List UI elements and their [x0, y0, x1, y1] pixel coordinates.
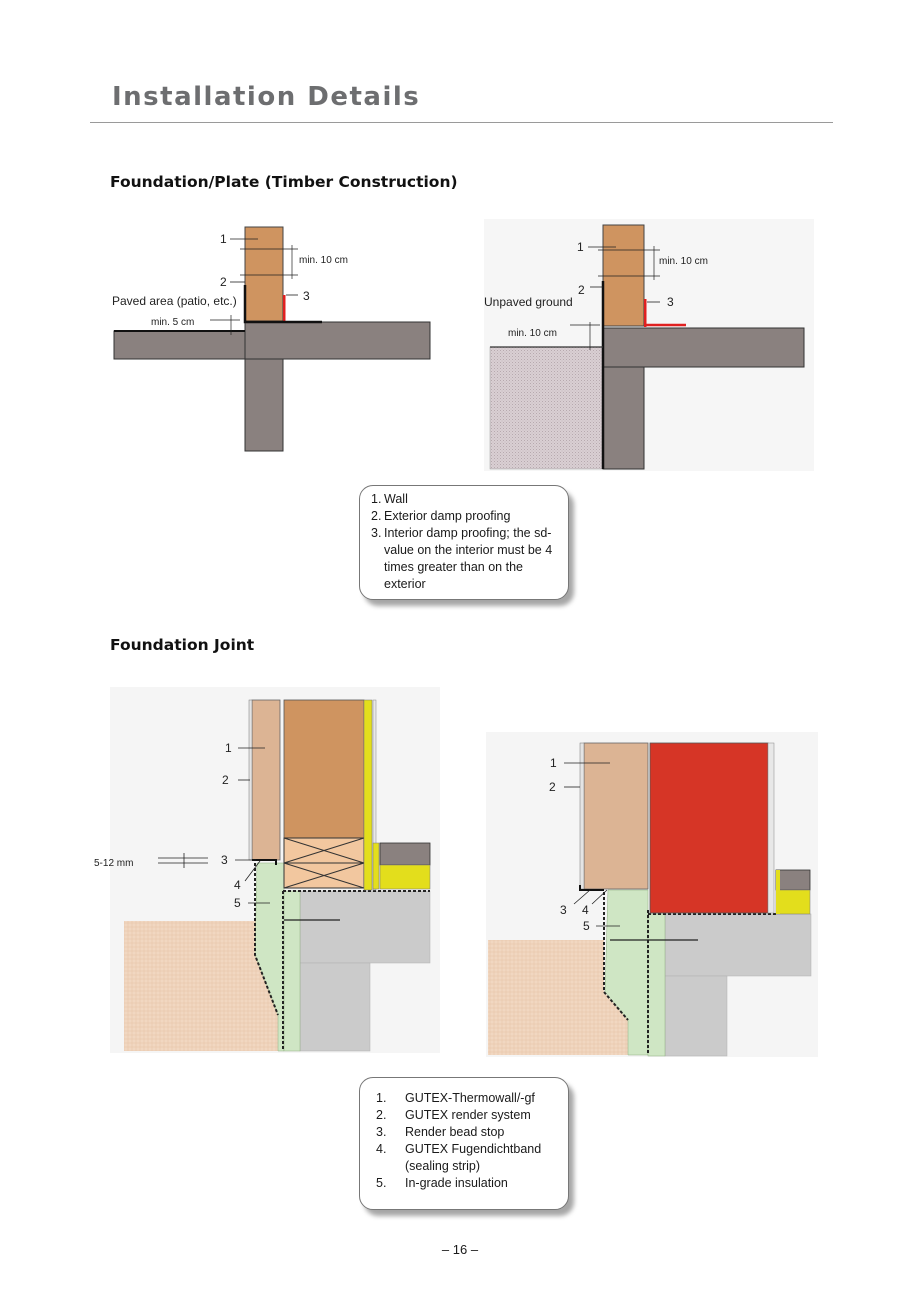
footing: [602, 366, 645, 470]
floor-insulation: [775, 889, 811, 915]
diagram1-min-bottom: min. 5 cm: [151, 317, 194, 328]
floor-insulation: [379, 864, 431, 890]
concrete-footing: [664, 975, 728, 1057]
diagram-foundation-joint-left: 1 2 3 4 5 5-12 mm: [94, 687, 440, 1053]
diagram1-ground-label: Paved area (patio, etc.): [112, 294, 237, 308]
footing: [244, 358, 284, 452]
thermowall-panel: [583, 742, 649, 890]
legend-item: 1.Wall: [371, 492, 408, 506]
diagram2-min-bottom: min. 10 cm: [508, 328, 557, 339]
diagram4-label-2: 2: [549, 780, 556, 794]
diagram4-label-4: 4: [582, 903, 589, 917]
diagram3-label-4: 4: [234, 878, 241, 892]
legend-item: 2.Exterior damp proofing: [371, 509, 511, 523]
interior-damp-proofing: [283, 295, 286, 322]
soil: [124, 921, 278, 1051]
legend-item: 3.Interior damp proofing; the sd-value o…: [371, 526, 553, 591]
diagram-unpaved-ground: 1 2 3 min. 10 cm Unpaved ground min. 10 …: [484, 219, 814, 471]
section-title-foundation-joint: Foundation Joint: [110, 636, 255, 654]
diagram4-label-3: 3: [560, 903, 567, 917]
render-bead-stop: [579, 885, 604, 891]
foundation-slab: [244, 321, 431, 360]
legend-foundation-joint: 1.GUTEX-Thermowall/-gf 2.GUTEX render sy…: [359, 1077, 569, 1210]
legend-item: 2.GUTEX render system: [376, 1108, 531, 1122]
timber-wall: [602, 224, 645, 327]
foundation-slab: [602, 327, 805, 368]
concrete-footing: [299, 962, 371, 1052]
interior-damp-proofing: [644, 299, 647, 327]
timber-stud: [283, 699, 365, 839]
diagram1-label-2: 2: [220, 275, 227, 289]
diagram4-label-5: 5: [583, 919, 590, 933]
legend-item: 1.GUTEX-Thermowall/-gf: [376, 1091, 535, 1105]
thermowall-panel: [251, 699, 281, 861]
header-divider: [90, 122, 833, 123]
unpaved-ground: [489, 346, 604, 470]
diagram2-label-2: 2: [578, 283, 585, 297]
diagram2-label-3: 3: [667, 295, 674, 309]
concrete-slab: [664, 913, 812, 977]
render-bead-stop: [252, 859, 277, 865]
diagram3-label-3: 3: [221, 853, 228, 867]
diagram2-ground-label: Unpaved ground: [484, 295, 573, 309]
diagram1-label-1: 1: [220, 232, 227, 246]
diagram1-min-top: min. 10 cm: [299, 255, 348, 266]
diagram3-label-2: 2: [222, 773, 229, 787]
timber-frame: [649, 742, 769, 914]
diagram-foundation-joint-right: 1 2 3 4 5: [486, 732, 818, 1057]
diagram2-label-1: 1: [577, 240, 584, 254]
render-layer: [579, 742, 585, 890]
exterior-damp-proofing: [243, 285, 322, 324]
legend-item: 3.Render bead stop: [376, 1125, 505, 1139]
diagram-paved-area: 1 2 3 min. 10 cm Paved area (patio, etc.…: [112, 226, 431, 452]
soil: [488, 940, 628, 1055]
page-number: – 16 –: [441, 1242, 479, 1257]
diagram4-label-1: 1: [550, 756, 557, 770]
legend-item: 5.In-grade insulation: [376, 1176, 508, 1190]
paving-slab: [113, 330, 246, 360]
timber-wall: [244, 226, 284, 322]
section-title-foundation-plate: Foundation/Plate (Timber Construction): [110, 173, 458, 191]
page-title: Installation Details: [112, 82, 421, 112]
legend-item: 4.GUTEX Fugendichtband (sealing strip): [376, 1142, 542, 1173]
diagram2-min-top: min. 10 cm: [659, 256, 708, 267]
yellow-layer: [363, 699, 373, 891]
floor-screed: [775, 869, 811, 891]
floor-screed: [379, 842, 431, 866]
diagram3-label-5: 5: [234, 896, 241, 910]
concrete-slab: [299, 890, 431, 964]
diagram1-label-3: 3: [303, 289, 310, 303]
diagram3-gap: 5-12 mm: [94, 858, 133, 869]
legend-foundation-plate: 1.Wall 2.Exterior damp proofing 3.Interi…: [359, 485, 569, 600]
diagram3-label-1: 1: [225, 741, 232, 755]
